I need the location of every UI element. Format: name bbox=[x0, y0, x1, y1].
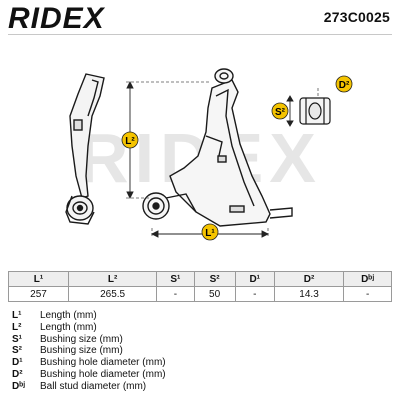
list-item: Dᵇʲ Ball stud diameter (mm) bbox=[12, 381, 392, 393]
legend-desc: Bushing hole diameter (mm) bbox=[40, 357, 166, 369]
table-cell: - bbox=[343, 286, 392, 302]
callout-s2: S² bbox=[271, 102, 289, 120]
table-cell: 50 bbox=[193, 286, 236, 302]
table-header-cell: L² bbox=[67, 271, 158, 287]
header: RIDEX 273C0025 bbox=[0, 0, 400, 34]
callout-l1: L¹ bbox=[201, 223, 219, 241]
callout-d2: D² bbox=[335, 75, 353, 93]
part-number: 273C0025 bbox=[323, 9, 390, 25]
svg-text:S²: S² bbox=[275, 107, 286, 118]
main-arm-part bbox=[142, 68, 293, 227]
list-item: S² Bushing size (mm) bbox=[12, 345, 392, 357]
control-arm-drawing: RIDEX bbox=[65, 68, 353, 241]
table-cell: 14.3 bbox=[273, 286, 345, 302]
legend-code: L² bbox=[12, 321, 22, 333]
svg-text:RIDEX: RIDEX bbox=[8, 2, 106, 32]
side-view-part bbox=[65, 73, 105, 225]
list-item: D¹ Bushing hole diameter (mm) bbox=[12, 357, 392, 369]
legend-desc: Length (mm) bbox=[40, 310, 97, 321]
table-row: 257 265.5 - 50 - 14.3 - bbox=[8, 286, 392, 302]
legend-code: D¹ bbox=[12, 357, 23, 369]
table-header-cell: S² bbox=[193, 271, 236, 287]
legend-desc: Bushing hole diameter (mm) bbox=[40, 368, 166, 380]
list-item: D² Bushing hole diameter (mm) bbox=[12, 369, 392, 381]
dimension-lines bbox=[126, 81, 319, 238]
legend-code: S¹ bbox=[12, 333, 22, 345]
legend-desc: Bushing size (mm) bbox=[40, 345, 123, 357]
ridex-logo: RIDEX bbox=[8, 2, 106, 32]
table-header-cell: L¹ bbox=[8, 271, 69, 287]
table-header-cell: D² bbox=[273, 271, 345, 287]
table-cell: 265.5 bbox=[67, 286, 158, 302]
svg-text:L¹: L¹ bbox=[205, 228, 215, 239]
list-item: L² Length (mm) bbox=[12, 322, 392, 334]
svg-text:L²: L² bbox=[125, 136, 135, 147]
legend-desc: Bushing size (mm) bbox=[40, 333, 123, 345]
bushing-detail bbox=[299, 97, 331, 125]
legend: L¹ Length (mm) L² Length (mm) S¹ Bushing… bbox=[12, 310, 392, 393]
legend-code: Dᵇʲ bbox=[12, 380, 26, 392]
legend-code: L¹ bbox=[12, 310, 22, 321]
header-divider bbox=[8, 34, 392, 35]
callout-l2: L² bbox=[121, 131, 139, 149]
table-cell: 257 bbox=[8, 286, 69, 302]
legend-code: S² bbox=[12, 345, 22, 357]
table-cell: - bbox=[156, 286, 195, 302]
table-header-cell: Dᵇʲ bbox=[343, 271, 392, 287]
table-header-row: L¹ L² S¹ S² D¹ D² Dᵇʲ bbox=[8, 271, 392, 287]
legend-code: D² bbox=[12, 368, 23, 380]
list-item: L¹ Length (mm) bbox=[12, 310, 392, 322]
svg-text:D²: D² bbox=[339, 80, 350, 91]
table-cell: - bbox=[234, 286, 275, 302]
legend-desc: Length (mm) bbox=[40, 321, 97, 333]
table-header-cell: D¹ bbox=[234, 271, 275, 287]
list-item: S¹ Bushing size (mm) bbox=[12, 334, 392, 346]
legend-desc: Ball stud diameter (mm) bbox=[40, 380, 147, 392]
dimensions-table: L¹ L² S¹ S² D¹ D² Dᵇʲ 257 265.5 - 50 - 1… bbox=[8, 271, 392, 302]
table-header-cell: S¹ bbox=[156, 271, 195, 287]
